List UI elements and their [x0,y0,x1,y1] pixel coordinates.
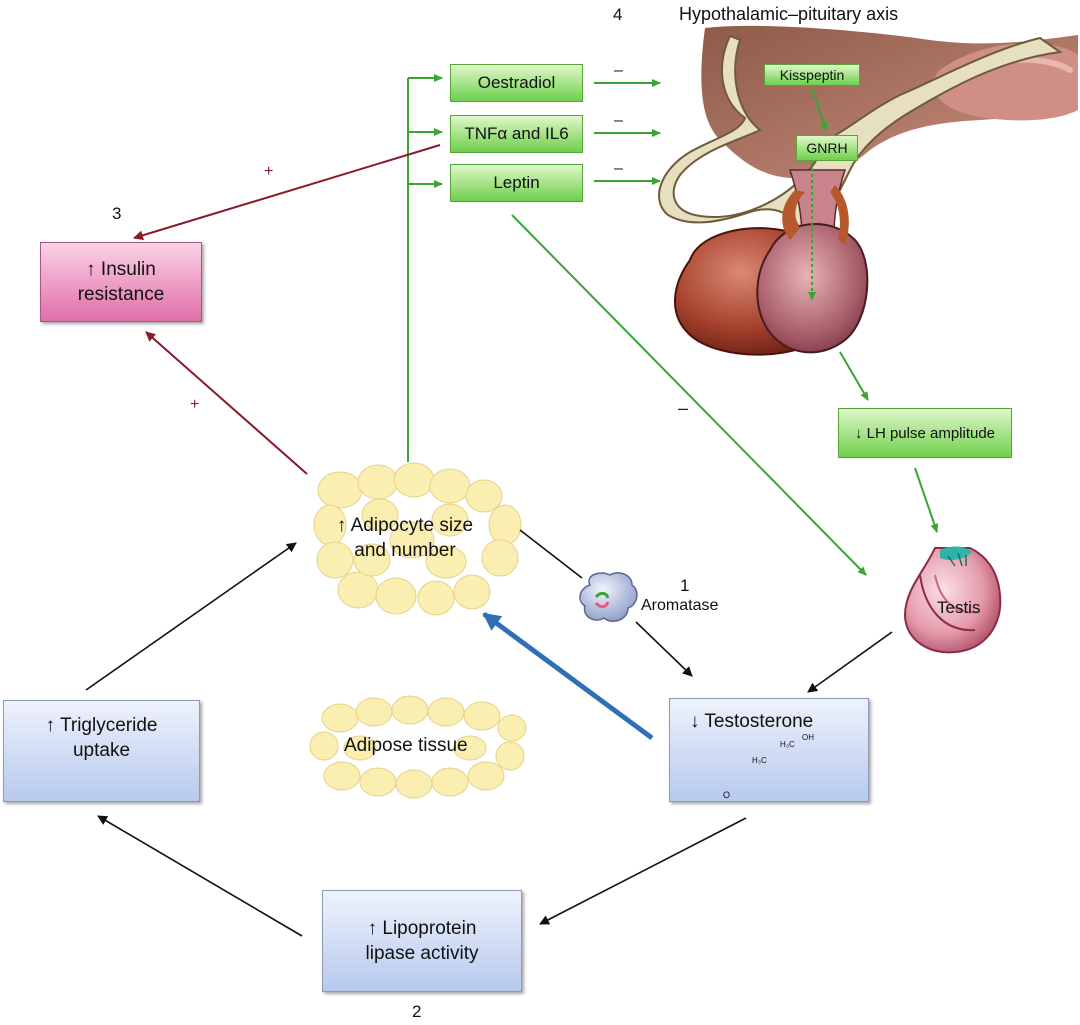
axis-title: Hypothalamic–pituitary axis [679,4,899,24]
testis-illustration [903,546,1002,654]
lipoprotein-box: ↑ Lipoprotein lipase activity [322,890,522,992]
steroid-oh: OH [802,733,814,742]
fat-cell [453,735,487,761]
lh-label: ↓ LH pulse amplitude [854,424,996,442]
arrows [85,74,939,937]
fat-cell [395,769,433,799]
gnrh-label: GNRH [806,140,848,156]
oestradiol-label: Oestradiol [477,73,556,92]
leptin-effect-sign: – [614,160,623,177]
fat-cell [309,731,339,761]
arrow-aromatase-to-testosterone [635,621,693,677]
arrow-cytokines-to-insulin [133,144,441,241]
steroid-keto: O [723,790,731,800]
triglyceride-box: ↑ Triglyceride uptake [3,700,200,802]
fat-cell [317,471,363,509]
step-number-1: 1 [680,576,690,595]
kisspeptin-label: Kisspeptin [779,67,845,83]
leptin-label: Leptin [493,173,540,192]
tnf-effect-sign: – [614,112,623,129]
fat-cell [375,577,417,615]
fat-cell [357,464,399,500]
adipose-tissue-label: Adipose tissue [344,735,468,756]
oestradiol-box: Oestradiol [450,64,583,102]
adipocyte-insulin-plus: + [190,396,200,413]
insulin-resistance-label: ↑ Insulin resistance [77,259,165,305]
testosterone-label: ↓ Testosterone [690,711,814,732]
lipoprotein-label: ↑ Lipoprotein lipase activity [365,918,479,964]
fat-cell [463,701,501,731]
tnf-il6-label: TNFα and IL6 [464,124,569,143]
fat-cell [465,479,503,513]
fat-cell [361,498,399,532]
aromatase-label: Aromatase [641,597,719,614]
aromatase-enzyme-icon [579,572,638,622]
fat-cell [467,761,505,791]
fat-cell [417,580,455,616]
fat-cell [337,571,379,609]
fat-cell [316,541,354,579]
leptin-testis-effect-sign: – [678,398,689,418]
cytokines-insulin-plus: + [264,163,274,180]
testosterone-box: ↓ Testosterone [669,698,869,802]
fat-cell [353,543,391,577]
arrow-testosterone-to-adipocytes [482,611,654,741]
tnf-il6-box: TNFα and IL6 [450,115,583,153]
leptin-box: Leptin [450,164,583,202]
fat-cell [429,468,471,504]
arrow-lipoprotein-to-triglyceride [97,815,303,937]
fat-cell [488,504,522,546]
fat-cell [431,767,469,797]
arrow-testis-to-testosterone [807,631,893,693]
fat-cell [481,539,519,577]
arrow-kisspeptin-to-gnrh [811,87,828,131]
lh-box: ↓ LH pulse amplitude [838,408,1012,458]
adipocyte-cluster [313,462,522,616]
fat-cell [497,714,527,742]
step-number-2: 2 [412,1002,422,1021]
steroid-methyl-left: H₃C [752,756,767,765]
arrow-adipocyte-to-aromatase [519,529,583,579]
insulin-resistance-box: ↑ Insulin resistance [40,242,202,322]
steroid-methyl-top: H₃C [780,740,795,749]
fat-cell [427,697,465,727]
fat-cell [495,741,525,771]
hypothalamus-pituitary-illustration [658,25,1078,356]
arrow-testosterone-to-lipoprotein [539,817,747,925]
adipocyte-label: ↑ Adipocyte size and number [336,515,474,561]
fat-cell [453,574,491,610]
arrow-triglyceride-to-adipocytes [85,542,297,691]
step-number-4: 4 [613,5,623,24]
fat-cell [321,703,359,733]
fat-cell [425,545,467,579]
gnrh-box: GNRH [796,135,858,161]
arrow-pituitary-to-lh [839,351,869,401]
arrow-adipocytes-to-insulin [145,331,308,475]
fat-cell [393,462,435,498]
fat-cell [359,767,397,797]
fat-cell [389,521,435,559]
fat-cell [323,761,361,791]
arrow-leptin-to-testis [511,214,867,576]
adipose-tissue-cluster [309,695,527,799]
testis-label: Testis [937,598,981,617]
fat-cell [391,695,429,725]
fat-cell [355,697,393,727]
triglyceride-label: ↑ Triglyceride uptake [45,715,158,761]
fat-cell [343,735,377,761]
arrow-lh-to-testis [914,467,939,533]
kisspeptin-box: Kisspeptin [764,64,860,86]
step-number-3: 3 [112,204,122,223]
oestradiol-effect-sign: – [614,62,623,79]
fat-cell [431,503,469,537]
